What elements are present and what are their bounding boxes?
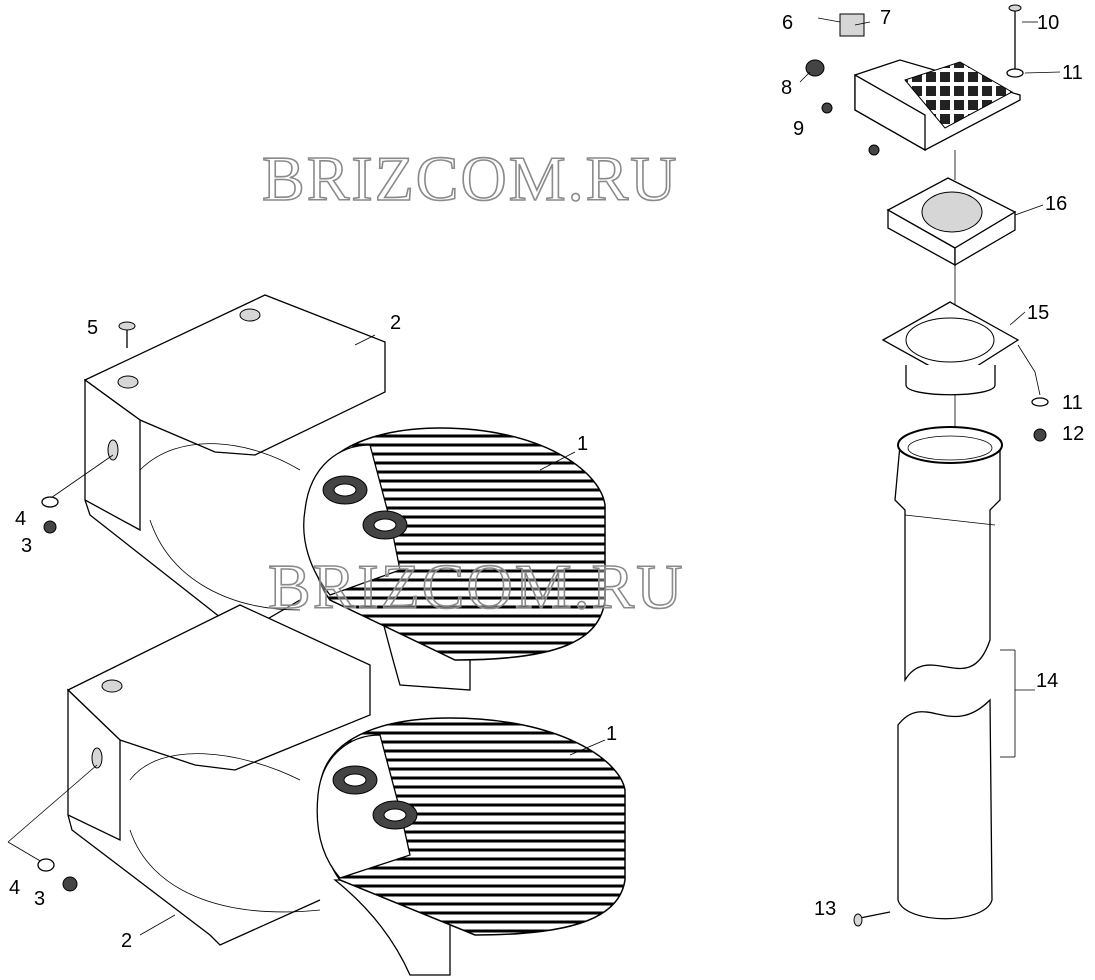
callout-4-lower: 4: [9, 877, 20, 899]
callout-1-lower: 1: [606, 723, 617, 745]
watermark: BRIZCOM.RU: [268, 551, 685, 622]
flange: [881, 301, 1049, 442]
callout-7: 7: [880, 7, 891, 29]
hardware-left: [37, 321, 136, 892]
callout-11-flange: 11: [1062, 392, 1083, 414]
callout-9: 9: [793, 118, 804, 140]
bracket-upper: [47, 294, 386, 636]
callout-10: 10: [1037, 12, 1059, 34]
callout-2-upper: 2: [390, 312, 401, 334]
leader-lines: [139, 21, 1061, 936]
callout-8: 8: [781, 77, 792, 99]
callout-2-lower: 2: [121, 930, 132, 952]
callout-13: 13: [814, 898, 836, 920]
watermark: BRIZCOM.RU: [262, 143, 679, 214]
callout-16: 16: [1045, 193, 1067, 215]
callout-14: 14: [1036, 670, 1058, 692]
fan: [886, 150, 1017, 305]
pipe: [853, 426, 1035, 927]
callout-12: 12: [1062, 423, 1084, 445]
heater-upper: [303, 427, 606, 691]
heater-lower: [316, 717, 626, 976]
top-cover: [805, 4, 1024, 156]
callout-6: 6: [782, 12, 793, 34]
callout-5: 5: [87, 317, 98, 339]
callout-3-lower: 3: [34, 888, 45, 910]
callout-1-upper: 1: [577, 433, 588, 455]
callout-4-upper: 4: [15, 508, 26, 530]
bracket-lower: [7, 604, 371, 946]
callout-15: 15: [1027, 302, 1049, 324]
callout-3-upper: 3: [21, 535, 32, 557]
callout-11-top: 11: [1062, 62, 1083, 84]
